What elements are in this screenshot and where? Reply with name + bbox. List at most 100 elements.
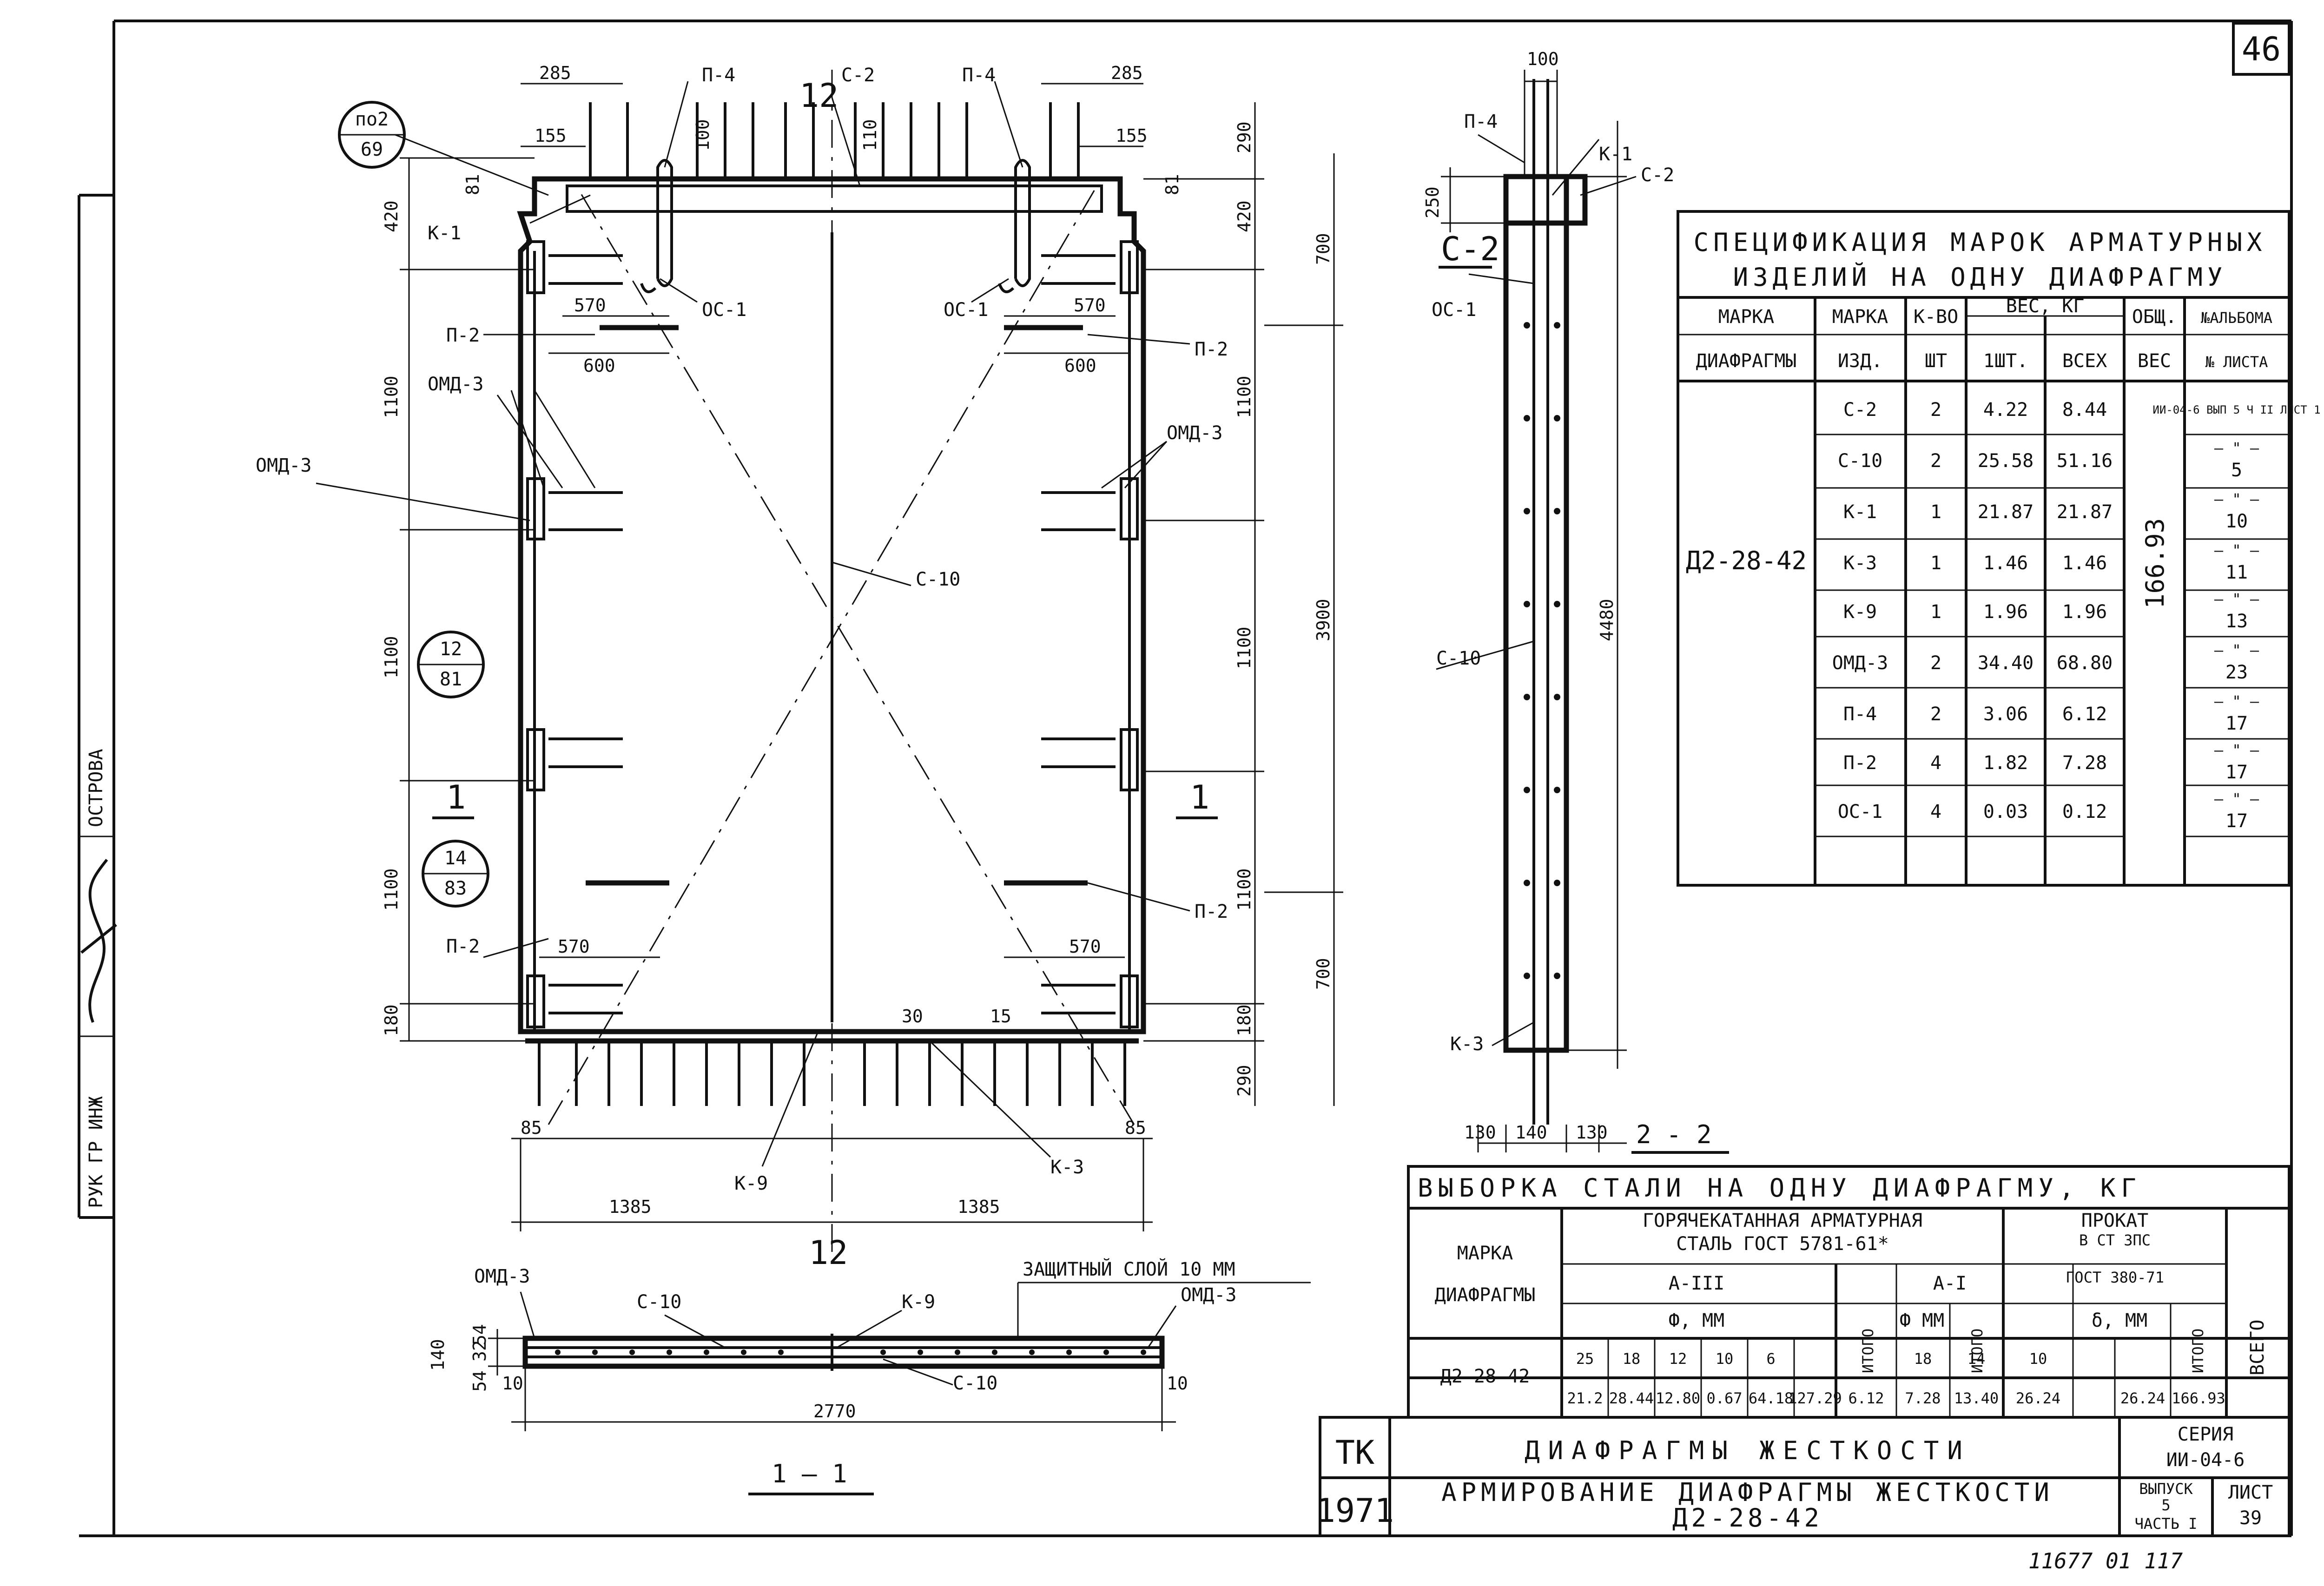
elevation-labels: П-4 П-4 С-2 12 К-1 ОС-1 ОС-1 П-2 П-2 ОМД… (256, 65, 1228, 1272)
steel-h-prokat3: ГОСТ 380-71 (2066, 1269, 2164, 1286)
sec22-label-c2: С-2 (1641, 165, 1674, 186)
dim-inner-570-b: 570 (1074, 295, 1106, 316)
steel-table: ВЫБОРКА СТАЛИ НА ОДНУ ДИАФРАГМУ, КГ МАРК… (1407, 1165, 2291, 1419)
sec11-dim-10-right: 10 (1167, 1373, 1188, 1394)
sec11-label-omd3-left: ОМД-3 (474, 1266, 530, 1287)
section-2-2-outline (1503, 174, 1569, 1053)
diagonal-c10-b (575, 185, 1135, 1125)
callout-3-top: 14 (444, 848, 467, 869)
label-omd3-b: ОМД-3 (256, 455, 311, 476)
steel-val-a1-18: 6.12 (1848, 1389, 1884, 1407)
steel-val-a3-25: 21.2 (1567, 1389, 1603, 1407)
steel-diam-a3-12: 12 (1669, 1350, 1687, 1368)
steel-diam-a1-18: 18 (1914, 1350, 1932, 1368)
elevation-view: 420 1100 1100 1100 180 290 420 1100 1100… (256, 63, 1343, 1272)
dim-left-1100-a: 1100 (381, 375, 402, 418)
spec-cell-ditto: — " — (2214, 590, 2259, 608)
bottom-dimensions: 85 85 1385 1385 (511, 1118, 1153, 1231)
spec-h-marka-i1: МАРКА (1832, 306, 1888, 328)
sec11-dim-2770: 2770 (813, 1401, 856, 1421)
sec22-label-k1: К-1 (1599, 144, 1632, 165)
dim-inner-15: 15 (990, 1006, 1011, 1027)
dim-left-420: 420 (381, 200, 402, 232)
steel-val-a3-10: 0.67 (1706, 1389, 1742, 1407)
label-p2-left-2: П-2 (446, 936, 480, 957)
sec22-dim-250: 250 (1422, 186, 1443, 218)
spec-cell-wall: 21.87 (2057, 501, 2113, 523)
spec-h-weight-one: 1ШТ. (1983, 350, 2028, 372)
spec-cell-qty: 1 (1930, 601, 1941, 623)
spec-cell-qty: 4 (1930, 752, 1941, 774)
steel-itogo-a1-value: 13.40 (1954, 1389, 1999, 1407)
sec11-label-c10-bottom: С-10 (953, 1373, 997, 1394)
sec11-label-omd3-right: ОМД-3 (1181, 1284, 1236, 1306)
table-row: К-9 1 1.96 1.96 — " — 13 (1843, 590, 2259, 632)
table-row: П-2 4 1.82 7.28 — " — 17 (1843, 741, 2259, 783)
spec-cell-qty: 2 (1930, 450, 1941, 472)
steel-val-a3-12: 12.80 (1656, 1389, 1700, 1407)
margin-label-island: ОСТРОВА (86, 749, 107, 827)
spec-h-qty2: ШТ (1925, 350, 1947, 372)
table-row: С-10 2 25.58 51.16 — " — 5 (1838, 439, 2259, 481)
table-row: П-4 2 3.06 6.12 — " — 17 (1843, 692, 2259, 734)
steel-itogo-a3-value: 127.29 (1788, 1389, 1842, 1407)
spec-cell-mark: К-1 (1843, 501, 1877, 523)
steel-h-itogo-a3: ИТОГО (1859, 1329, 1877, 1373)
spec-h-marka-i2: ИЗД. (1838, 350, 1882, 372)
sec22-label-c10: С-10 (1436, 648, 1481, 669)
spec-h-weight-all: ВСЕХ (2062, 350, 2107, 372)
section-2-2-bars (1524, 322, 1560, 979)
dim-top-155-left: 155 (535, 125, 567, 146)
section-1-1-bars (555, 1349, 1146, 1355)
dim-bottom-1385-left: 1385 (609, 1197, 652, 1217)
spec-cell-mark: ОС-1 (1838, 801, 1882, 823)
steel-itogo-pr-value: 26.24 (2120, 1389, 2165, 1407)
spec-cell-mark: С-2 (1843, 399, 1877, 421)
inner-dimensions: 570 600 570 600 570 570 30 15 (539, 295, 1129, 1027)
k1-frame (566, 184, 1103, 213)
spec-cell-mark: С-10 (1838, 450, 1882, 472)
spec-h-qty1: К-ВО (1914, 306, 1958, 328)
omd-anchor-bars (548, 254, 1116, 1014)
dim-inner-570-c: 570 (558, 936, 590, 957)
spec-cell-ditto: — " — (2214, 741, 2259, 759)
spec-h-album: №АЛЬБОМА (2201, 309, 2272, 327)
spec-cell-wall: 7.28 (2062, 752, 2107, 774)
spec-h-weight: ВЕС, КГ (2006, 296, 2085, 317)
bottom-stamp: 11677 01 117 (2028, 1548, 2183, 1573)
sec11-title: 1 — 1 (772, 1459, 847, 1488)
label-oc1-left: ОС-1 (702, 299, 746, 321)
table-row: ОМД-3 2 34.40 68.80 — " — 23 (1832, 641, 2259, 683)
spec-cell-w1: 1.82 (1983, 752, 2028, 774)
spec-cell-qty: 2 (1930, 652, 1941, 674)
handwritten-signature (80, 859, 117, 1023)
label-oc1-right: ОС-1 (944, 299, 988, 321)
sec22-label-k3: К-3 (1450, 1033, 1484, 1055)
spec-cell-ref: ИИ-04-6 ВЫП 5 Ч II ЛИСТ 1 (2152, 403, 2320, 416)
table-row: К-1 1 21.87 21.87 — " — 10 (1843, 490, 2259, 532)
callout-2-bottom: 81 (440, 669, 462, 690)
dim-inner-30: 30 (902, 1006, 923, 1027)
spec-cell-ref: 11 (2225, 562, 2248, 583)
steel-vsego-value: 166.93 (2172, 1389, 2225, 1407)
dim-top-285-right: 285 (1111, 63, 1143, 83)
spec-title-line1: СПЕЦИФИКАЦИЯ МАРОК АРМАТУРНЫХ (1694, 228, 2267, 257)
diagonal-c10-a (548, 185, 1098, 1125)
spec-cell-wall: 68.80 (2057, 652, 2113, 674)
title-year: 1971 (1316, 1492, 1394, 1530)
spec-cell-mark: К-3 (1843, 553, 1877, 574)
dim-top-155-right: 155 (1116, 125, 1148, 146)
steel-h-marka1: МАРКА (1457, 1243, 1513, 1264)
steel-h-delta: δ, ММ (2092, 1310, 2147, 1331)
spec-diaphragm-mark: Д2-28-42 (1686, 546, 1807, 575)
spec-h-marka-d1: МАРКА (1718, 306, 1774, 328)
title-vyp-label: ВЫПУСК (2139, 1480, 2193, 1498)
sec11-dim-54-bottom: 54 (469, 1370, 490, 1392)
title-tk: ТК (1335, 1434, 1374, 1472)
callout-1-top: по2 (355, 109, 389, 130)
spec-cell-w1: 4.22 (1983, 399, 2028, 421)
spec-cell-w1: 3.06 (1983, 704, 2028, 725)
spec-cell-mark: П-2 (1843, 752, 1877, 774)
title-sub-mark: Д2-28-42 (1672, 1503, 1823, 1533)
label-p4-left: П-4 (702, 65, 735, 86)
